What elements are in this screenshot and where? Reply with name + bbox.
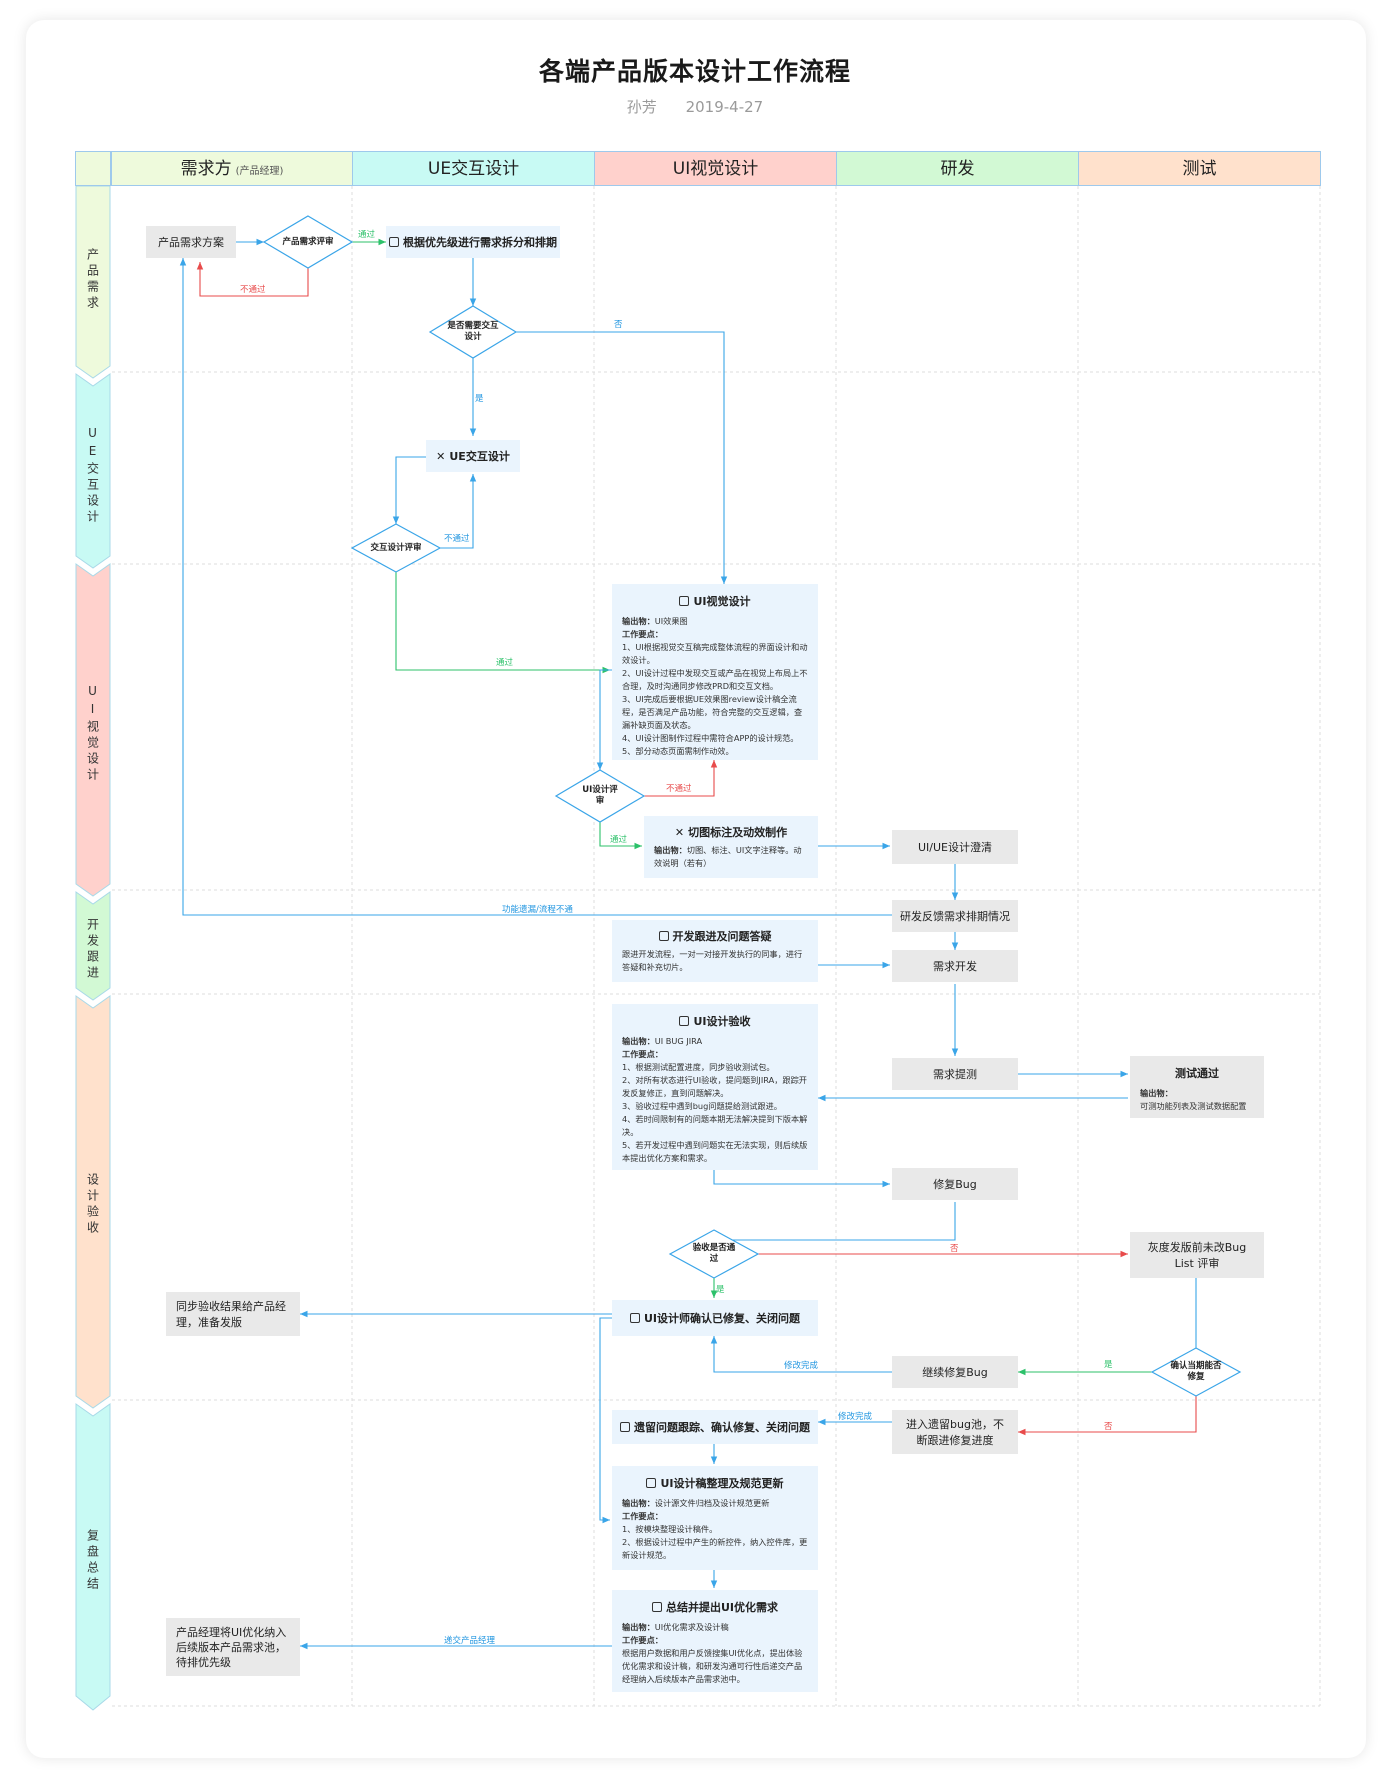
edge-label-fail3: 不通过 bbox=[666, 784, 692, 794]
page-title: 各端产品版本设计工作流程 bbox=[538, 57, 851, 86]
edge-label-fail2: 不通过 bbox=[444, 534, 470, 544]
edge-label-no2: 否 bbox=[950, 1244, 959, 1254]
node-gray-release: 灰度发版前未改Bug List 评审 bbox=[1130, 1232, 1264, 1278]
node-fix-bug: 修复Bug bbox=[892, 1168, 1018, 1200]
edge-label-fail1: 不通过 bbox=[240, 285, 266, 295]
design-doc-icon bbox=[679, 596, 690, 606]
col-header-test: 测试 bbox=[1078, 151, 1321, 186]
row-label-dev: 开发跟进 bbox=[85, 918, 100, 982]
edge-label-pass3: 通过 bbox=[610, 835, 628, 845]
edge-label-yes3: 是 bbox=[1104, 1360, 1113, 1370]
node-continue-fix: 继续修复Bug bbox=[892, 1356, 1018, 1388]
node-clarify: UI/UE设计澄清 bbox=[892, 830, 1018, 864]
row-chevrons bbox=[75, 186, 111, 1711]
col-header-ui: UI视觉设计 bbox=[594, 151, 837, 186]
row-label-accept: 设计验收 bbox=[85, 1173, 100, 1237]
calendar-icon bbox=[658, 931, 669, 941]
edge-label-fixed1: 修改完成 bbox=[784, 1361, 819, 1371]
edit-doc-icon bbox=[651, 1602, 662, 1612]
edge-label-no3: 否 bbox=[1104, 1422, 1113, 1432]
decision-ui-review: UI设计评审 bbox=[582, 785, 618, 806]
node-ui-accept: UI设计验收 输出物：UI BUG JIRA 工作要点： 1、根据测试配置进度，… bbox=[612, 1004, 818, 1170]
edge-label-yes2: 是 bbox=[716, 1285, 725, 1295]
edge-label-pass1: 通过 bbox=[358, 230, 376, 240]
node-dev: 需求开发 bbox=[892, 950, 1018, 982]
node-sync-result: 同步验收结果给产品经理，准备发版 bbox=[166, 1292, 300, 1336]
node-dev-follow: 开发跟进及问题答疑 跟进开发流程，一对一对接开发执行的同事，进行答疑和补充切片。 bbox=[612, 920, 818, 982]
node-dev-feedback: 研发反馈需求排期情况 bbox=[892, 900, 1018, 932]
node-ui-design: UI视觉设计 输出物：UI效果图 工作要点： 1、UI根据视觉交互稿完成整体流程… bbox=[612, 584, 818, 760]
node-summary: 总结并提出UI优化需求 输出物：UI优化需求及设计稿 工作要点： 根据用户数据和… bbox=[612, 1590, 818, 1692]
node-ui-confirm: UI设计师确认已修复、关闭问题 bbox=[612, 1300, 818, 1336]
edge-label-pass2: 通过 bbox=[496, 658, 514, 668]
date: 2019-4-27 bbox=[685, 98, 764, 116]
checklist-icon bbox=[620, 1422, 630, 1432]
row-label-ue: UE交互设计 bbox=[85, 426, 100, 526]
node-split-schedule: 根据优先级进行需求拆分和排期 bbox=[386, 226, 560, 258]
decision-ue-review: 交互设计评审 bbox=[370, 542, 422, 553]
library-icon bbox=[646, 1478, 657, 1488]
row-label-ui: UI视觉设计 bbox=[85, 684, 100, 784]
node-pm-pool: 产品经理将UI优化纳入后续版本产品需求池，待排优先级 bbox=[166, 1618, 300, 1676]
tools-icon: ✕ bbox=[674, 825, 685, 839]
checklist-icon bbox=[629, 1313, 640, 1323]
col-header-pm: 需求方(产品经理) bbox=[111, 151, 353, 186]
row-label-prd: 产品需求 bbox=[85, 248, 100, 312]
edge-label-submit-pm: 递交产品经理 bbox=[444, 1636, 496, 1646]
row-label-summary: 复盘总结 bbox=[85, 1529, 100, 1593]
edge-label-yes1: 是 bbox=[475, 394, 484, 404]
node-bug-pool: 进入遗留bug池，不断跟进修复进度 bbox=[892, 1410, 1018, 1454]
node-slice: ✕切图标注及动效制作 输出物：切图、标注、UI文字注释等。动效说明（若有） bbox=[644, 816, 818, 878]
node-prd-plan: 产品需求方案 bbox=[146, 226, 236, 258]
page-subtitle: 孙芳 2019-4-27 bbox=[0, 96, 1390, 117]
decision-accept-check: 验收是否通过 bbox=[692, 1243, 736, 1264]
node-test-pass: 测试通过 输出物：可测功能列表及测试数据配置 bbox=[1130, 1056, 1264, 1118]
edge-label-no1: 否 bbox=[614, 320, 623, 330]
edge-label-missing: 功能遗漏/流程不通 bbox=[502, 905, 573, 915]
col-header-ue: UE交互设计 bbox=[352, 151, 595, 186]
node-submit-test: 需求提测 bbox=[892, 1058, 1018, 1090]
node-design-update: UI设计稿整理及规范更新 输出物：设计源文件归档及设计规范更新 工作要点： 1、… bbox=[612, 1466, 818, 1570]
decision-prd-review: 产品需求评审 bbox=[282, 236, 334, 247]
node-legacy-track: 遗留问题跟踪、确认修复、关闭问题 bbox=[612, 1410, 818, 1444]
author: 孙芳 bbox=[626, 98, 657, 116]
decision-need-ue: 是否需要交互设计 bbox=[447, 321, 499, 342]
document-icon bbox=[389, 237, 399, 247]
tools-icon: ✕ bbox=[436, 449, 446, 463]
edge-label-fixed2: 修改完成 bbox=[838, 1412, 873, 1422]
decision-confirm-fix: 确认当期能否修复 bbox=[1170, 1361, 1222, 1382]
design-doc-icon bbox=[679, 1016, 690, 1026]
node-ue-design: ✕UE交互设计 bbox=[426, 440, 520, 472]
